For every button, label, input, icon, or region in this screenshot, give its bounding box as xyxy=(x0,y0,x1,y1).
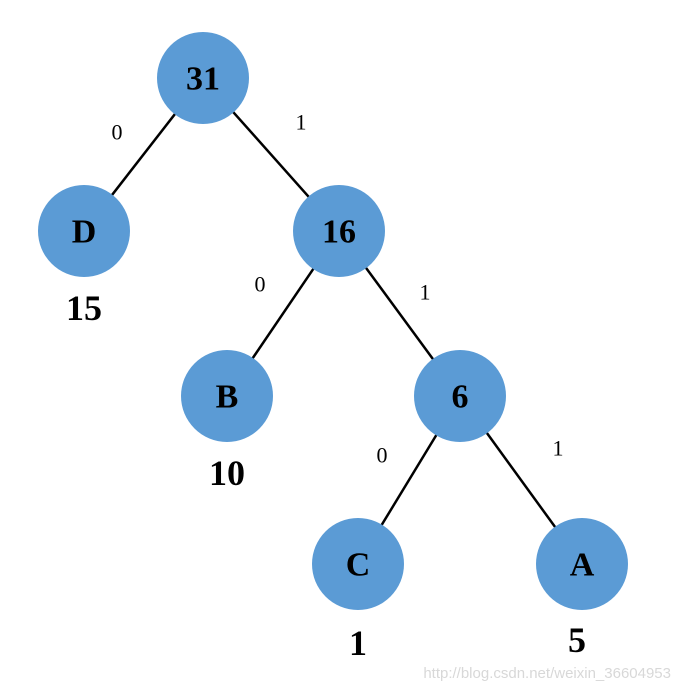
node-circle-d xyxy=(38,185,130,277)
edge-n16-n6 xyxy=(363,265,436,362)
node-root: 31 xyxy=(157,32,249,124)
node-circle-a xyxy=(536,518,628,610)
nodes-layer: 31D 16B 6C A xyxy=(38,32,628,610)
node-circle-c xyxy=(312,518,404,610)
node-label-n16: 16 xyxy=(322,214,356,251)
edge-label-n16-n6: 1 xyxy=(420,280,431,305)
edge-labels-layer: 0 1 0 1 0 1 xyxy=(112,110,564,468)
node-weight-b: 10 xyxy=(209,453,245,493)
node-label-n6: 6 xyxy=(452,379,469,416)
watermark-text: http://blog.csdn.net/weixin_36604953 xyxy=(423,665,671,682)
edge-label-root-d: 0 xyxy=(112,120,123,145)
node-weight-a: 5 xyxy=(568,620,586,660)
node-label-b: B xyxy=(216,379,239,416)
node-label-c: C xyxy=(346,547,371,584)
node-weight-d: 15 xyxy=(66,288,102,328)
edge-label-n6-a: 1 xyxy=(553,436,564,461)
node-label-a: A xyxy=(570,547,595,584)
edge-n6-c xyxy=(379,432,439,528)
edge-label-n6-c: 0 xyxy=(377,443,388,468)
node-n6: 6 xyxy=(414,350,506,442)
node-circle-root xyxy=(157,32,249,124)
edge-root-n16 xyxy=(231,110,311,199)
node-d: D xyxy=(38,185,130,277)
node-label-root: 31 xyxy=(186,61,220,98)
node-a: A xyxy=(536,518,628,610)
node-circle-b xyxy=(181,350,273,442)
edge-n16-b xyxy=(250,266,316,361)
edge-label-n16-b: 0 xyxy=(255,272,266,297)
node-circle-n6 xyxy=(414,350,506,442)
node-b: B xyxy=(181,350,273,442)
node-label-d: D xyxy=(72,214,97,251)
edge-root-d xyxy=(110,111,177,198)
node-circle-n16 xyxy=(293,185,385,277)
node-n16: 16 xyxy=(293,185,385,277)
node-c: C xyxy=(312,518,404,610)
edge-n6-a xyxy=(484,430,558,530)
edge-label-root-n16: 1 xyxy=(296,110,307,135)
node-weight-c: 1 xyxy=(349,623,367,663)
edges-layer xyxy=(110,110,558,530)
